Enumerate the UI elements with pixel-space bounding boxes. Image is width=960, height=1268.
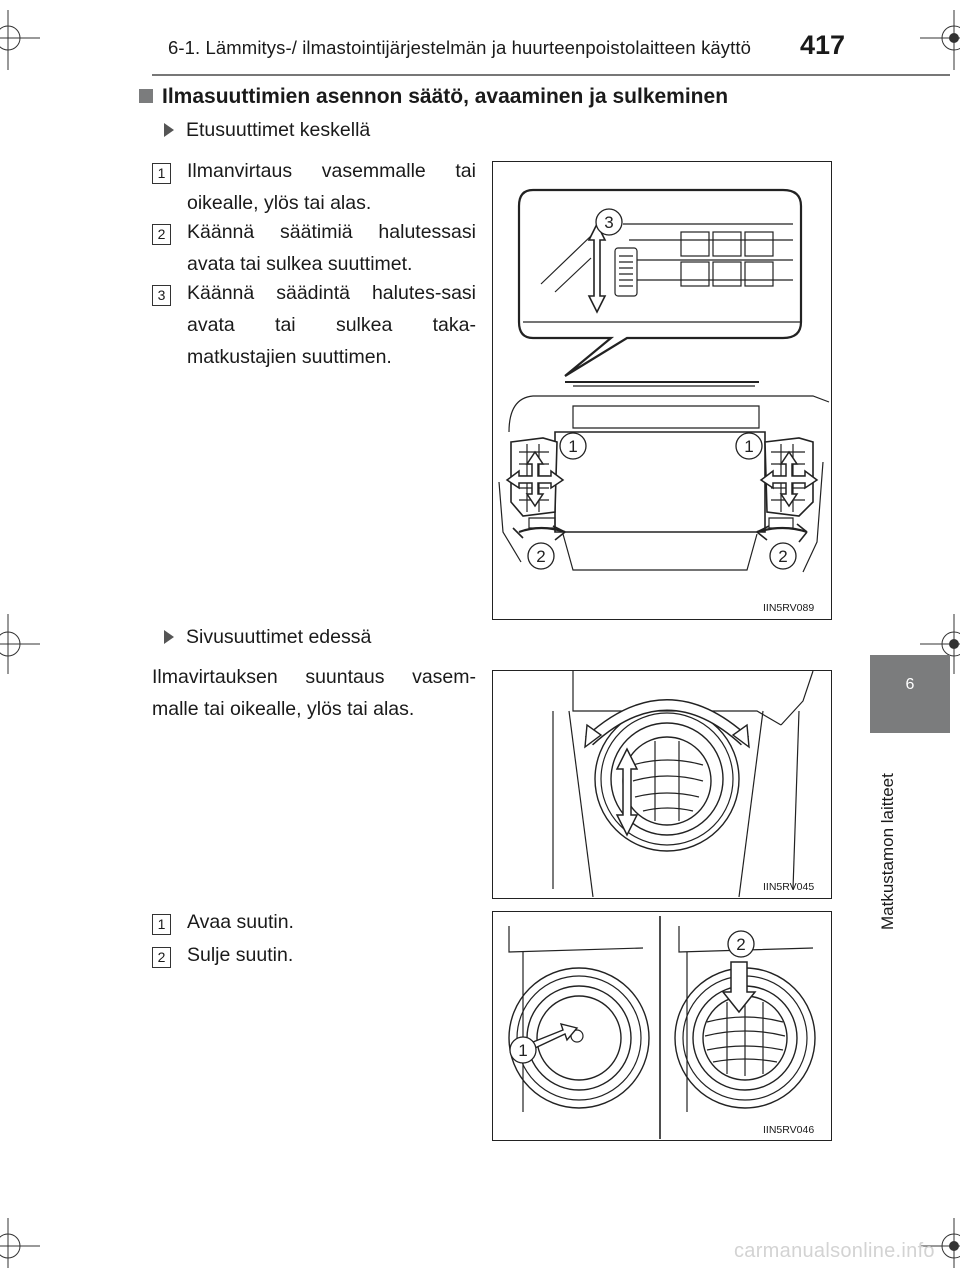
crop-mark-middle-left: [0, 614, 40, 674]
callout-2-left: 2: [536, 547, 545, 566]
heading-square-icon: [139, 89, 153, 103]
chapter-number: 6: [905, 676, 915, 693]
figure-side-vent-rotate: IIN5RV045: [492, 670, 832, 899]
crop-mark-bottom-left: [0, 1218, 40, 1268]
watermark: carmanualsonline.info: [734, 1240, 935, 1262]
figure-code-1: IIN5RV089: [763, 602, 815, 614]
section-heading: Ilmasuuttimien asennon säätö, avaaminen …: [162, 85, 729, 108]
subheading-text: Sivusuuttimet edessä: [186, 626, 372, 648]
figure-center-vents: 3 1 1 2 2 IIN5RV089: [492, 161, 832, 620]
item-number-1: 1: [152, 163, 171, 184]
item-number-close: 2: [152, 947, 171, 968]
section-title: 6-1. Lämmitys-/ ilmastointijärjestelmän …: [168, 37, 752, 58]
crop-mark-top-left: [0, 10, 40, 70]
item-text-2: Käännä säätimiä halutessasi avata tai su…: [187, 221, 476, 275]
chapter-tab: [870, 655, 950, 733]
callout-1-open: 1: [518, 1041, 527, 1060]
item-number-2: 2: [152, 224, 171, 245]
item-text-3: Käännä säädintä halutes-sasi avata tai s…: [187, 282, 476, 368]
chapter-title-vertical: Matkustamon laitteet: [878, 740, 902, 930]
subheading-text: Etusuuttimet keskellä: [186, 119, 371, 141]
page-number: 417: [800, 30, 846, 60]
front-side-description: Ilmavirtauksen suuntaus vasem-malle tai …: [152, 666, 476, 720]
callout-2-right: 2: [778, 547, 787, 566]
callout-1-left: 1: [568, 437, 577, 456]
callout-3: 3: [604, 213, 613, 232]
item-number-3: 3: [152, 285, 171, 306]
subheading-front-side: Sivusuuttimet edessä: [164, 626, 371, 649]
crop-mark-top-right: [920, 10, 960, 70]
crop-mark-bottom-right: [920, 1218, 960, 1268]
item-text-1: Ilmanvirtaus vasemmalle tai oikealle, yl…: [187, 160, 476, 214]
chapter-title: Matkustamon laitteet: [878, 773, 897, 930]
figure-code-3: IIN5RV046: [763, 1124, 815, 1136]
subheading-front-center: Etusuuttimet keskellä: [164, 119, 370, 142]
callout-1-right: 1: [744, 437, 753, 456]
figure-code-2: IIN5RV045: [763, 881, 815, 893]
item-number-open: 1: [152, 914, 171, 935]
item-text-open: Avaa suutin.: [187, 911, 294, 933]
header-rule: [152, 74, 950, 76]
crop-mark-middle-right: [920, 614, 960, 674]
triangle-bullet-icon: [164, 123, 174, 137]
item-text-close: Sulje suutin.: [187, 944, 294, 966]
figure-side-vent-open-close: 1 2 IIN5RV046: [492, 911, 832, 1141]
triangle-bullet-icon: [164, 630, 174, 644]
callout-2-close: 2: [736, 935, 745, 954]
